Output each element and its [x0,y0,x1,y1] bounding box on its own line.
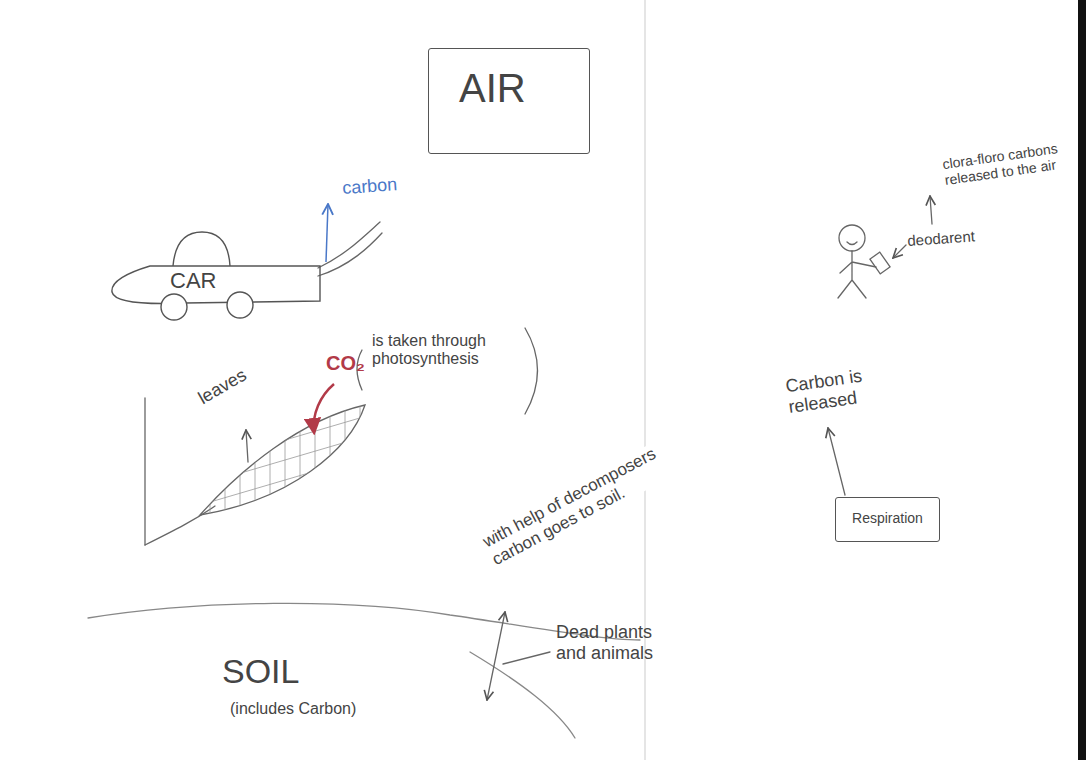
car-wheel [227,292,253,318]
soil-line [470,652,575,738]
car-wheel [161,294,187,320]
process-box: Respiration [835,497,940,542]
plant-stalk [144,398,145,545]
close-paren [525,328,538,414]
node-text: Respiration [844,510,931,526]
car-body: CAR [110,230,322,331]
node-text: AIR [459,65,559,111]
soil-label: SOIL [222,652,342,691]
dead-matter-label: Dead plants and animals [556,622,666,663]
carbon-arrow [326,204,328,262]
person-smile [847,242,857,245]
cycle-arrow [487,612,505,700]
node-text: CAR [110,268,322,293]
leaf-hatching [200,400,370,525]
respiration-arrow [828,428,845,495]
car-roof [173,232,230,266]
carbon-label: carbon [342,172,423,198]
co2-label: CO₂ [326,352,366,375]
deodorant-arrow [893,245,906,258]
deodorant-can [870,252,890,274]
decomposer-note: with help of decomposers carbon goes to … [480,431,693,569]
leaves-arrow [246,430,248,462]
air-box: AIR [428,48,590,154]
person-head [839,225,865,251]
cfc-note: clora-floro carbons released to the air [942,138,1075,188]
co2-arrow [314,384,334,432]
photosynthesis-note: is taken through photosynthesis [372,332,497,369]
released-label: Carbon is released [784,361,899,417]
leaf-stem [145,506,215,545]
leader-line [503,652,550,664]
soil-note: (includes Carbon) [230,700,390,718]
cfc-arrow [930,196,932,224]
deodorant-label: deodarent [907,225,1008,249]
edge-bar [1078,0,1086,760]
leaves-label: leaves [195,356,266,409]
